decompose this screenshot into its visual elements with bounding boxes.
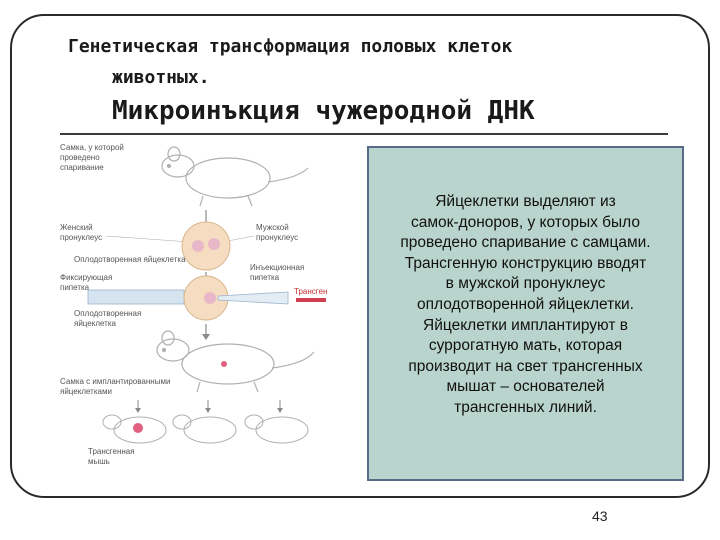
label-female-pronucleus-1: Женский [60,223,93,232]
label-holding-pipette-2: пипетка [60,283,90,292]
slide-heading: Микроинъкция чужеродной ДНК [112,96,535,126]
label-surrogate-2: яйцеклетками [60,387,112,396]
label-holding-pipette-1: Фиксирующая [60,273,112,282]
label-male-pronucleus-2: пронуклеус [256,233,298,242]
description-textbox: Яйцеклетки выделяют из самок-доноров, у … [367,146,684,481]
slide-title-line1: Генетическая трансформация половых клето… [68,36,512,57]
label-injected-egg-2: яйцеклетка [74,319,117,328]
surrogate-mouse-illustration [157,331,314,392]
label-injected-egg-1: Оплодотворенная [74,309,141,318]
description-line: Яйцеклетки имплантируют в [377,316,674,337]
heading-divider [60,133,668,135]
description-line: трансгенных линий. [377,398,674,419]
label-female-pronucleus-2: пронуклеус [60,233,102,242]
description-line: проведено спаривание с самцами. [377,233,674,254]
description-line: Яйцеклетки выделяют из [377,192,674,213]
label-surrogate-1: Самка с имплантированными [60,377,170,386]
label-male-pronucleus-1: Мужской [256,223,289,232]
label-top-left-2: проведено [60,153,100,162]
label-transgenic-1: Трансгенная [88,447,135,456]
donor-mouse-illustration [162,147,308,206]
description-line: самок-доноров, у которых было [377,213,674,234]
microinjection-diagram: Самка, у которой проведено спаривание Же… [58,138,350,468]
label-injection-pipette-2: пипетка [250,273,280,282]
label-transgene: Трансген [294,287,327,296]
page-number: 43 [592,508,608,524]
label-fertilized-egg: Оплодотворенная яйцеклетка [74,255,186,264]
description-line: Трансгенную конструкцию вводят [377,254,674,275]
description-line: суррогатную мать, которая [377,336,674,357]
description-line: в мужской пронуклеус [377,274,674,295]
diagram-svg: Самка, у которой проведено спаривание Же… [58,138,350,468]
slide-title-line2: животных. [112,67,210,88]
label-injection-pipette-1: Инъекционная [250,263,304,272]
label-top-left-3: спаривание [60,163,104,172]
label-transgenic-2: мышь [88,457,110,466]
description-line: производит на свет трансгенных [377,357,674,378]
pup-mice-illustration [103,415,308,443]
fertilized-egg-illustration [182,222,230,270]
transgene-bar [296,298,326,302]
label-top-left-1: Самка, у которой [60,143,124,152]
description-line: оплодотворенной яйцеклетки. [377,295,674,316]
description-line: мышат – основателей [377,377,674,398]
description-text: Яйцеклетки выделяют из самок-доноров, у … [369,192,682,419]
